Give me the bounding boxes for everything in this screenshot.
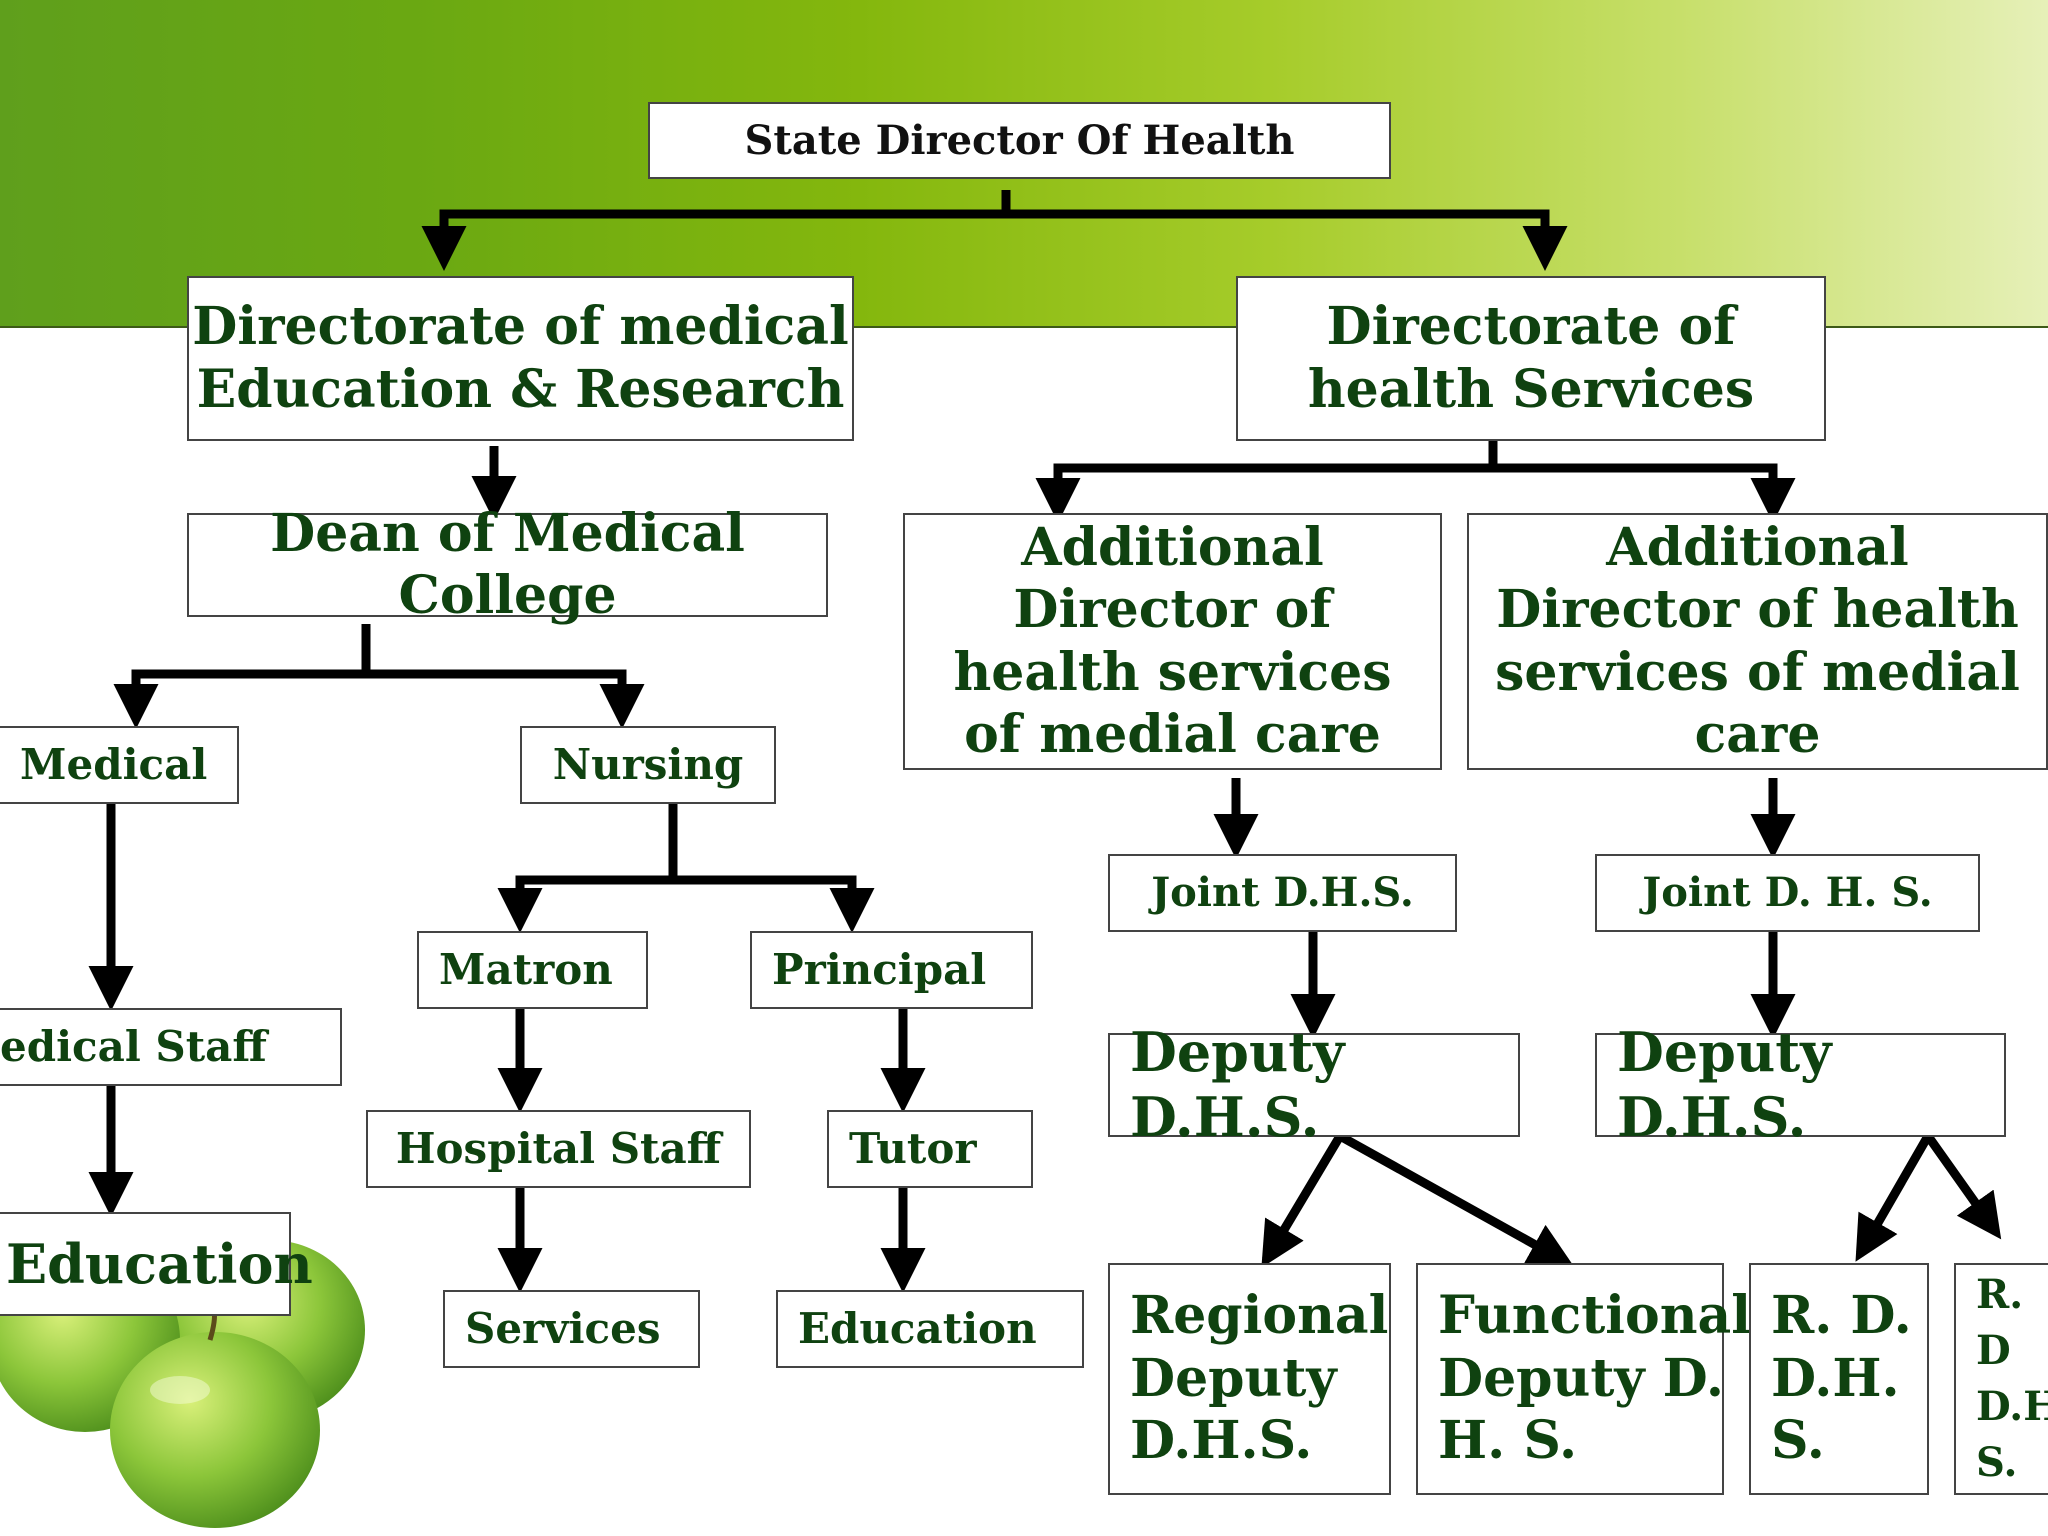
education-left-box: Education	[0, 1212, 313, 1316]
rd-dhs-cut-box: R. D D.H S.	[1954, 1263, 2048, 1495]
services-box: Services	[443, 1290, 700, 1368]
hospital-staff-label: Hospital Staff	[395, 1123, 722, 1173]
state-director-label: State Director Of Health	[744, 116, 1295, 164]
principal-label: Principal	[772, 944, 987, 994]
principal-box: Principal	[750, 931, 1033, 1009]
joint-dhs-label-2: Joint D. H. S.	[1642, 869, 1933, 916]
dhs-label: Directorate of health Services	[1307, 296, 1755, 420]
tutor-label: Tutor	[849, 1123, 977, 1173]
functional-deputy-box: Functional Deputy D. H. S.	[1416, 1263, 1751, 1495]
additional-director-label-2: Additional Director of health services o…	[1495, 516, 2020, 765]
dean-box: Dean of Medical College	[187, 503, 828, 626]
dmer-label: Directorate of medical Education & Resea…	[192, 296, 849, 420]
state-director-box: State Director Of Health	[648, 102, 1391, 179]
deputy-dhs-label-1: Deputy D.H.S.	[1130, 1020, 1345, 1149]
rd-dhs-cut-label: R. D D.H S.	[1976, 1271, 2048, 1486]
dmer-box: Directorate of medical Education & Resea…	[187, 276, 854, 441]
medical-staff-box: edical Staff	[0, 1008, 342, 1086]
deputy-dhs-box-2: Deputy D.H.S.	[1595, 1020, 2006, 1149]
medical-box: Medical	[0, 726, 239, 804]
dean-label: Dean of Medical College	[270, 502, 745, 626]
joint-dhs-box-1: Joint D.H.S.	[1108, 854, 1457, 932]
rd-dhs-label: R. D. D.H. S.	[1771, 1285, 1912, 1472]
regional-deputy-label: Regional Deputy D.H.S.	[1130, 1285, 1389, 1472]
services-label: Services	[465, 1303, 661, 1353]
nursing-box: Nursing	[520, 726, 776, 804]
education-nursing-box: Education	[776, 1290, 1084, 1368]
matron-label: Matron	[439, 944, 613, 994]
dhs-box: Directorate of health Services	[1236, 276, 1826, 441]
additional-director-box-2: Additional Director of health services o…	[1467, 513, 2048, 770]
nursing-label: Nursing	[552, 739, 744, 789]
hospital-staff-box: Hospital Staff	[366, 1110, 751, 1188]
medical-label: Medical	[20, 739, 208, 789]
regional-deputy-box: Regional Deputy D.H.S.	[1108, 1263, 1391, 1495]
education-left-label: Education	[6, 1231, 313, 1296]
tutor-box: Tutor	[827, 1110, 1033, 1188]
matron-box: Matron	[417, 931, 648, 1009]
education-nursing-label: Education	[798, 1303, 1037, 1353]
functional-deputy-label: Functional Deputy D. H. S.	[1438, 1285, 1751, 1472]
joint-dhs-box-2: Joint D. H. S.	[1595, 854, 1980, 932]
additional-director-box-1: Additional Director of health services o…	[903, 513, 1442, 770]
deputy-dhs-label-2: Deputy D.H.S.	[1617, 1020, 1832, 1149]
joint-dhs-label-1: Joint D.H.S.	[1151, 869, 1414, 916]
additional-director-label-1: Additional Director of health services o…	[953, 516, 1392, 765]
rd-dhs-box: R. D. D.H. S.	[1749, 1263, 1929, 1495]
medical-staff-label: edical Staff	[0, 1021, 267, 1071]
deputy-dhs-box-1: Deputy D.H.S.	[1108, 1020, 1520, 1149]
